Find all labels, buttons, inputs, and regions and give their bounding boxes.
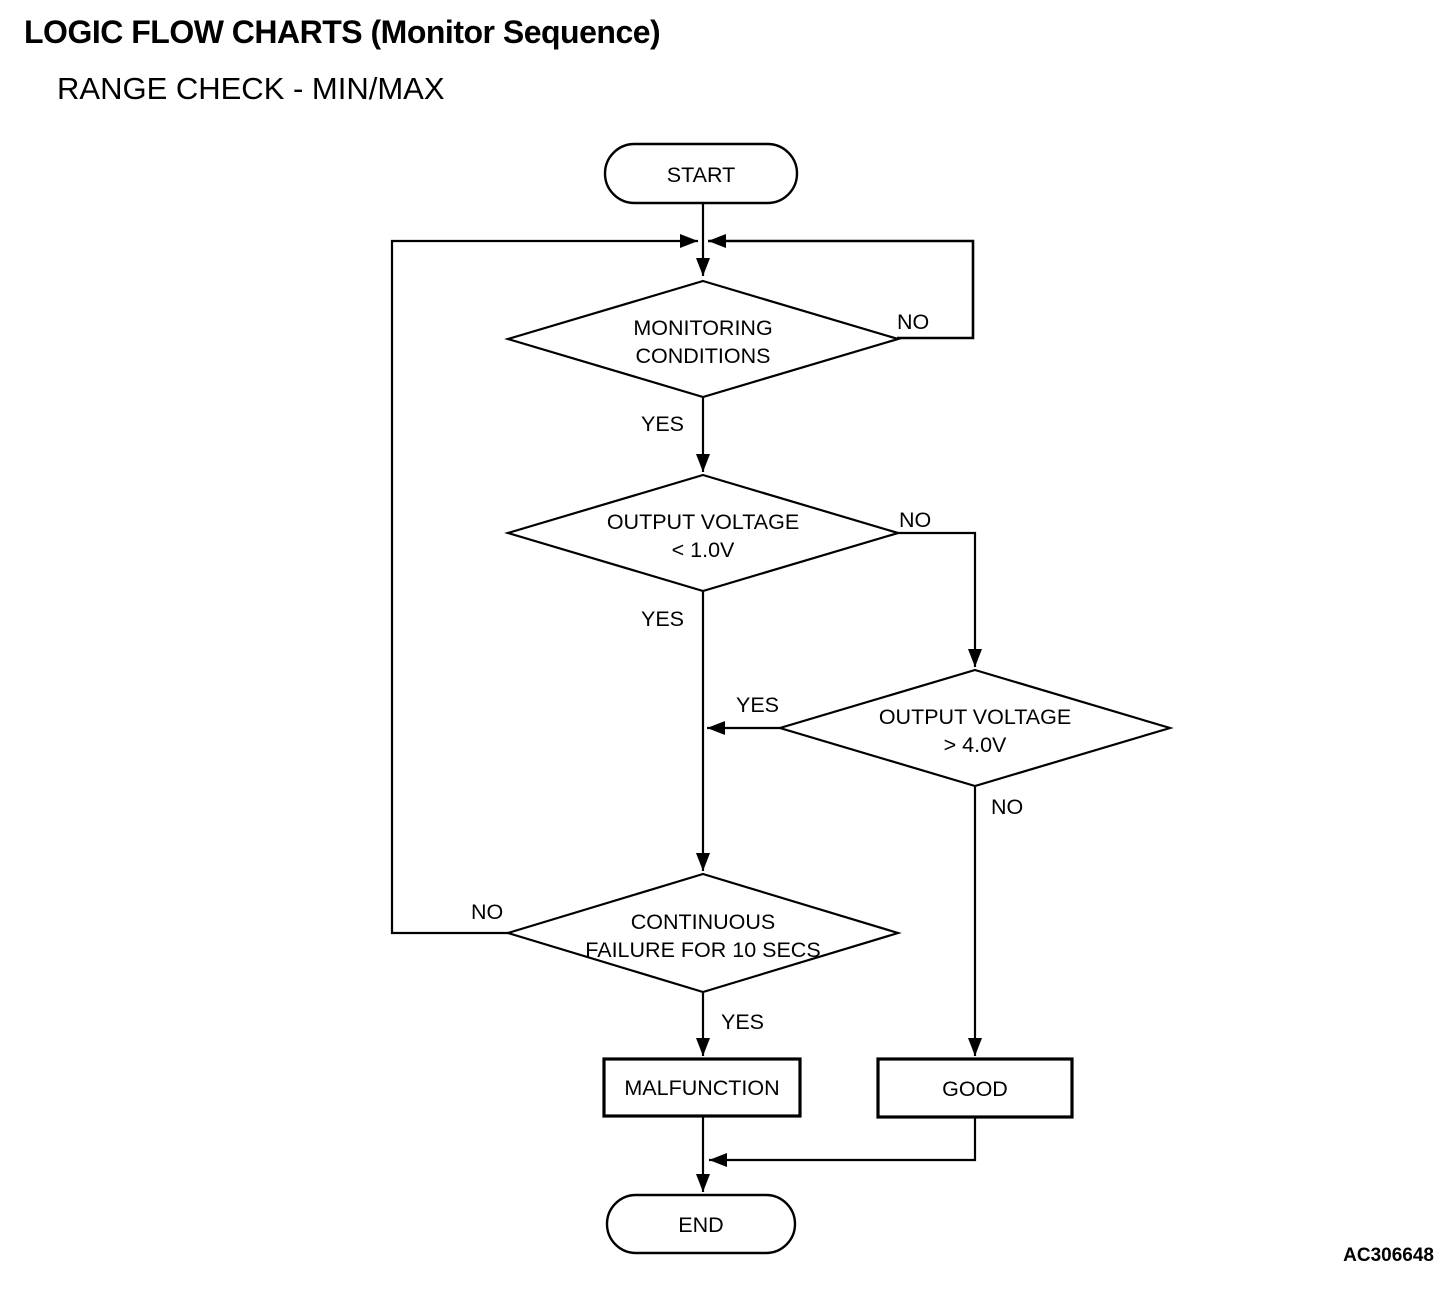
edge-label-voltage-high-yes: YES — [736, 693, 779, 717]
process-good — [876, 1057, 1074, 1119]
decision-continuous-failure — [504, 872, 902, 994]
process-good-label: GOOD — [942, 1077, 1008, 1101]
edge-label-continuous-yes: YES — [721, 1010, 764, 1034]
connector-good-to-merge — [709, 1118, 977, 1167]
edge-label-monitoring-no: NO — [897, 310, 929, 334]
connector-voltage-low-no — [897, 531, 982, 667]
connector-continuous-no-loop — [390, 234, 698, 935]
connectors — [390, 204, 982, 1192]
figure-code: AC306648 — [1343, 1245, 1434, 1266]
decision-output-voltage-high-line2: > 4.0V — [944, 733, 1007, 757]
terminator-end — [605, 1193, 797, 1255]
decision-output-voltage-low — [504, 473, 902, 593]
decision-output-voltage-high-line1: OUTPUT VOLTAGE — [879, 705, 1071, 729]
decision-output-voltage-high — [776, 668, 1174, 788]
decision-output-voltage-low-line2: < 1.0V — [672, 538, 735, 562]
terminator-start-label: START — [667, 163, 736, 187]
connector-monitoring-no-loop — [708, 234, 975, 340]
page-subtitle: RANGE CHECK - MIN/MAX — [57, 71, 445, 106]
edge-label-voltage-high-no: NO — [991, 795, 1023, 819]
process-malfunction — [602, 1057, 802, 1118]
decision-monitoring-conditions-line1: MONITORING — [633, 316, 772, 340]
terminator-end-label: END — [678, 1213, 723, 1237]
edge-label-voltage-low-yes: YES — [641, 607, 684, 631]
terminator-start — [603, 142, 799, 205]
edge-label-voltage-low-no: NO — [899, 508, 931, 532]
decision-monitoring-conditions-line2: CONDITIONS — [636, 344, 771, 368]
edge-label-monitoring-yes: YES — [641, 412, 684, 436]
edge-labels: NO YES NO YES YES NO NO YES — [471, 310, 1023, 1034]
decision-continuous-failure-line1: CONTINUOUS — [631, 910, 776, 934]
decision-monitoring-conditions — [504, 279, 902, 399]
decision-output-voltage-low-line1: OUTPUT VOLTAGE — [607, 510, 799, 534]
process-malfunction-label: MALFUNCTION — [624, 1076, 779, 1100]
decision-continuous-failure-line2: FAILURE FOR 10 SECS — [585, 938, 820, 962]
edge-label-continuous-no: NO — [471, 900, 503, 924]
nodes: START MONITORING CONDITIONS OUTPUT VOLTA… — [504, 142, 1174, 1255]
page-title: LOGIC FLOW CHARTS (Monitor Sequence) — [24, 14, 661, 50]
